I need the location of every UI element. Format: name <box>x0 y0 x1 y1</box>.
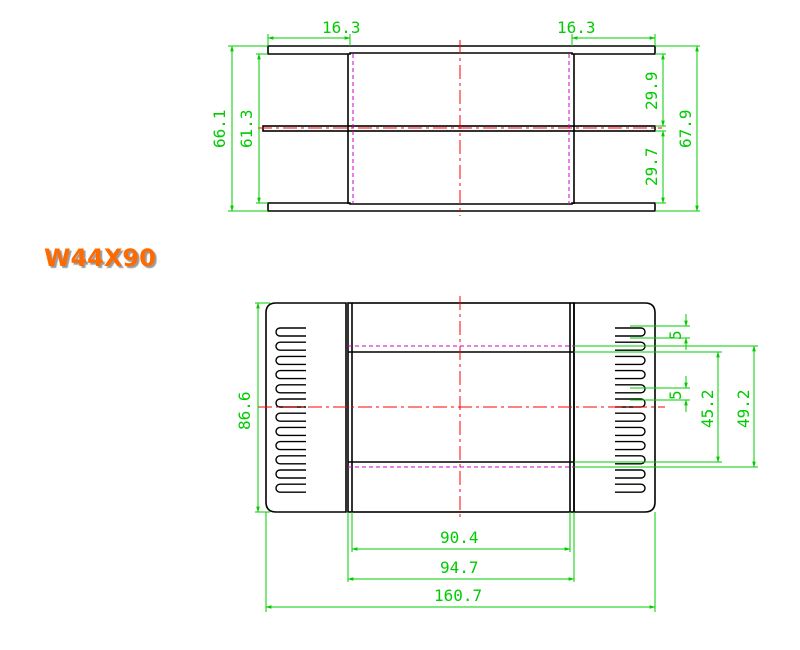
front-view-left-slots <box>275 327 306 493</box>
left-slot <box>275 412 306 422</box>
front-view-hidden-lines <box>348 345 574 468</box>
dim-slot-top: 5 <box>666 330 685 340</box>
front-view-dim-text: 86.6 5 5 45.2 49.2 90.4 94.7 160.7 <box>235 330 753 605</box>
left-slot <box>275 327 306 337</box>
dim-height: 86.6 <box>235 391 254 430</box>
top-view-bottom-flange <box>267 202 656 212</box>
top-view-top-flange <box>267 45 656 55</box>
front-view-core <box>347 302 575 513</box>
top-view-hidden-lines <box>352 54 570 204</box>
dim-outer-window: 49.2 <box>734 389 753 428</box>
left-slot <box>275 455 306 465</box>
top-view-dim-text: 16.3 16.3 66.1 61.3 29.9 29.7 67.9 <box>210 18 695 186</box>
right-slot <box>615 384 646 394</box>
dim-inner-window: 45.2 <box>698 389 717 428</box>
dim-left-flange: 16.3 <box>322 18 361 37</box>
top-view-dimensions <box>228 34 700 212</box>
left-slot <box>275 440 306 451</box>
dim-outer-height-left: 66.1 <box>210 109 229 148</box>
right-slot <box>615 355 646 366</box>
dim-inner-height-left: 61.3 <box>237 109 256 148</box>
dim-total-width: 160.7 <box>434 586 482 605</box>
right-slot <box>615 469 646 479</box>
dim-outer-height-right: 67.9 <box>676 109 695 148</box>
front-view-dimensions <box>255 302 758 612</box>
right-slot <box>615 369 646 380</box>
front-view-left-flange <box>265 302 347 513</box>
left-slot <box>275 469 306 479</box>
right-slot <box>615 327 646 337</box>
dim-right-flange: 16.3 <box>557 18 596 37</box>
part-title: W44X90 <box>44 244 156 272</box>
right-slot <box>615 483 646 493</box>
left-slot <box>275 369 306 380</box>
left-slot <box>275 341 306 351</box>
dim-upper-half-right: 29.9 <box>642 71 661 110</box>
dim-lower-half-right: 29.7 <box>642 147 661 186</box>
front-view-centerlines <box>258 296 665 520</box>
left-slot <box>275 355 306 366</box>
left-slot <box>275 384 306 394</box>
front-view-right-slots <box>615 327 646 493</box>
dim-inner-width: 90.4 <box>440 528 479 547</box>
dim-core-width: 94.7 <box>440 558 479 577</box>
front-view-right-flange <box>573 302 656 513</box>
right-slot <box>615 455 646 465</box>
right-slot <box>615 426 646 437</box>
right-slot <box>615 440 646 451</box>
top-view-centerlines <box>258 40 662 216</box>
left-slot <box>275 483 306 493</box>
right-slot <box>615 412 646 422</box>
left-slot <box>275 398 306 408</box>
dim-slot-mid: 5 <box>666 390 685 400</box>
left-slot <box>275 426 306 437</box>
